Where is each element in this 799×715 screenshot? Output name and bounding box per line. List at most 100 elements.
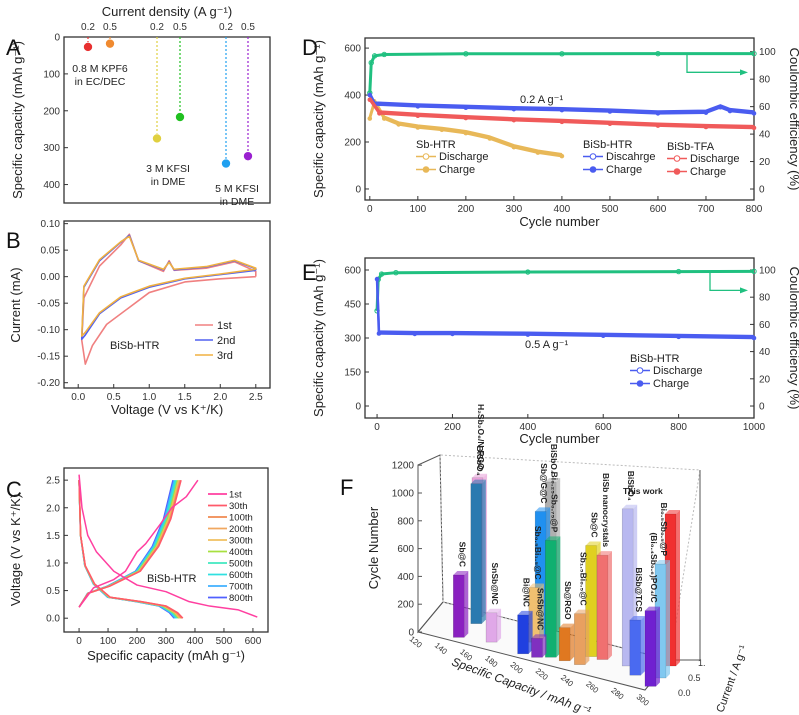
f-y-tick-label: 200: [397, 600, 414, 611]
f-bar-side: [481, 479, 486, 624]
c-legend-label: 800th: [229, 593, 253, 604]
b-x-tick-label: 1.5: [178, 392, 192, 403]
a-electrolyte-label: 0.8 M KPF6: [72, 63, 128, 75]
e-charge-point: [374, 276, 380, 282]
f-bar: [485, 608, 502, 643]
d-x-tick-label: 100: [409, 204, 426, 215]
e-legend-label: Charge: [653, 378, 689, 390]
b-y-axis-title: Current (mA): [8, 267, 23, 342]
c-y-tick-label: 2.5: [46, 476, 60, 487]
d-x-tick-label: 500: [602, 204, 619, 215]
c-legend-label: 500th: [229, 559, 253, 570]
d-charge-point: [439, 127, 445, 133]
f-bar: [517, 610, 533, 655]
d-plot-frame: [364, 37, 755, 201]
c-x-tick-label: 100: [100, 636, 117, 647]
e-discharge-curve: [375, 277, 755, 338]
f-bar-top: [531, 634, 547, 639]
c-x-tick-label: 200: [129, 636, 146, 647]
f-bar: [545, 536, 561, 658]
d-charge-point: [703, 110, 709, 115]
f-x-tick-label: 300: [635, 692, 651, 708]
e-charge-point: [412, 331, 418, 337]
b-legend-label: 1st: [217, 320, 232, 332]
d-charge-point: [367, 92, 373, 98]
f-bar-label: BiSb nanocrystals: [601, 473, 611, 547]
f-bar-label: Sb₁.₅Bi₀.₅@C: [578, 552, 588, 606]
b-y-tick-label: -0.15: [37, 352, 60, 363]
e-y-tick-label: 450: [344, 300, 361, 311]
f-bar-label: BiSbO₄: [475, 446, 485, 476]
d-legend-marker: [422, 166, 430, 173]
c-x-tick-label: 300: [158, 636, 175, 647]
f-bar-front: [558, 627, 571, 662]
f-bar-side: [542, 634, 547, 658]
d-charge-point: [727, 108, 733, 114]
f-y-tick-label: 800: [397, 516, 414, 527]
f-y-tick-label: 0: [408, 628, 414, 639]
b-legend-label: 2nd: [217, 335, 235, 347]
a-y-tick-label: 100: [43, 69, 60, 80]
f-bar-label: Bi@NC: [522, 578, 532, 607]
f-bar-front: [485, 612, 498, 643]
c-discharge-curve: [78, 480, 184, 619]
a-plot-frame: [63, 36, 271, 204]
c-discharge-curve: [78, 480, 175, 619]
c-discharge-curve: [78, 480, 176, 619]
f-bar-front: [517, 614, 529, 655]
c-legend-label: 400th: [229, 547, 253, 558]
f-bar-label: Bi₀.₅Sb₀.₅@P: [659, 503, 669, 557]
f-bar-side: [570, 623, 575, 661]
c-x-tick-label: 600: [245, 636, 262, 647]
f-bar-top: [470, 479, 486, 484]
f-z-tick-label: 1.: [698, 658, 706, 668]
a-data-point: [243, 151, 253, 161]
d-charge-point: [703, 124, 709, 130]
d-y2-axis-title: Coulombic efficiency (%): [787, 48, 799, 191]
f-bar-top: [453, 570, 469, 575]
c-charge-curve-1st: [78, 479, 199, 608]
c-annotation: BiSb-HTR: [147, 573, 197, 585]
f-bar-top: [472, 473, 488, 478]
d-charge-point: [655, 123, 661, 128]
a-current-tick-label: 0.5: [241, 22, 255, 33]
f-bar-label: SnSb@NC: [535, 588, 545, 630]
a-current-tick-label: 0.2: [81, 22, 95, 33]
f-x-tick-label: 220: [534, 667, 550, 683]
b-x-tick-label: 2.0: [213, 392, 227, 403]
e-x-axis-title: Cycle number: [519, 431, 600, 446]
f-bar-top: [596, 551, 612, 556]
d-ce-curve: [368, 52, 754, 93]
e-legend-group-title: BiSb-HTR: [630, 353, 680, 365]
a-electrolyte-label: 5 M KFSI: [215, 183, 259, 195]
d-y-tick-label: 400: [344, 91, 361, 102]
c-y-tick-label: 2.0: [46, 503, 60, 514]
d-legend-label: Discharge: [439, 151, 489, 163]
d-y2-tick-label: 0: [759, 185, 765, 196]
d-legend-marker: [673, 168, 681, 175]
d-charge-point: [415, 104, 421, 109]
b-y-tick-label: -0.05: [37, 299, 60, 310]
a-electrolyte-label: in DME: [151, 176, 185, 188]
b-cv-curve: [80, 235, 257, 337]
a-current-tick-label: 0.5: [173, 22, 187, 33]
e-ce-point: [378, 271, 385, 277]
f-bar-front: [644, 610, 657, 687]
d-charge-point: [511, 144, 517, 150]
d-charge-point: [377, 111, 382, 116]
b-x-tick-label: 0.0: [71, 392, 85, 403]
f-x-tick-label: 140: [433, 641, 449, 657]
e-y2-tick-label: 60: [759, 320, 771, 331]
f-x-tick-label: 280: [609, 686, 625, 702]
c-legend-label: 200th: [229, 524, 253, 535]
f-bar-label: Sb@RGO: [563, 581, 573, 620]
e-x-tick-label: 400: [519, 422, 536, 433]
f-bar-side: [666, 560, 670, 678]
f-bar-top: [585, 541, 601, 546]
e-charge-point: [450, 331, 455, 337]
d-charge-point: [655, 111, 661, 116]
f-bar: [470, 479, 486, 624]
d-charge-point: [559, 107, 565, 113]
e-legend-label: Discharge: [653, 365, 703, 377]
